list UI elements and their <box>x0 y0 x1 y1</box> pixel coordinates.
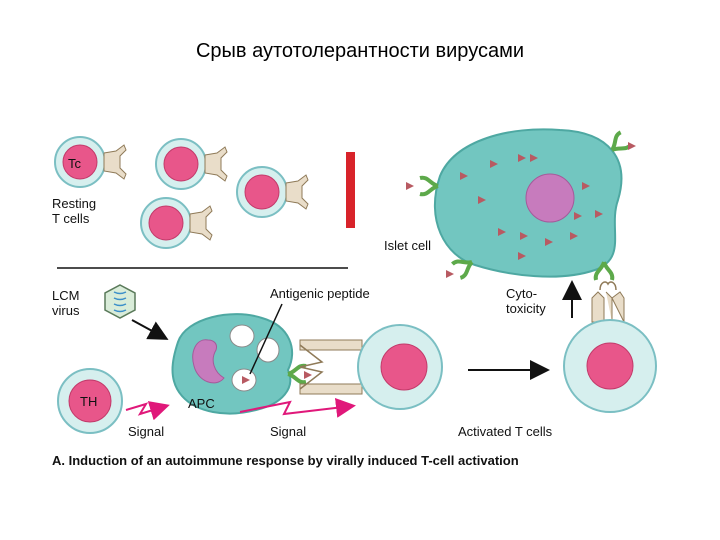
resting-t-cell-2 <box>155 138 228 190</box>
signal-arrow-1 <box>125 401 170 421</box>
engaging-t-cell <box>357 324 443 410</box>
virus-arrow <box>131 319 169 340</box>
resting-tc-cell-1 <box>54 136 127 188</box>
resting-t-cell-3 <box>236 166 309 218</box>
islet-label: Islet cell <box>384 238 431 253</box>
cyto-label-line1: Cyto- <box>506 286 537 301</box>
signal-label-1: Signal <box>128 424 164 439</box>
signal-arrow-2 <box>239 397 356 418</box>
th-label: TH <box>80 394 97 409</box>
tc-label: Tc <box>68 156 82 171</box>
antigenic-label: Antigenic peptide <box>270 286 370 301</box>
figure-caption: A. Induction of an autoimmune response b… <box>52 453 519 468</box>
cyto-label-line2: toxicity <box>506 301 546 316</box>
apc-label: APC <box>188 396 215 411</box>
resting-t-cell-4 <box>140 197 213 249</box>
islet-cell <box>434 128 623 278</box>
apc-tcr-engaged <box>299 339 363 395</box>
activated-t-cell <box>563 281 657 413</box>
activated-label: Activated T cells <box>458 424 553 439</box>
apc-cell <box>171 313 293 415</box>
signal-label-2: Signal <box>270 424 306 439</box>
resting-label-line1: Resting <box>52 196 96 211</box>
islet-peptides <box>460 154 603 260</box>
lcm-label-line2: virus <box>52 303 80 318</box>
th-cell <box>57 368 123 434</box>
lcm-label-line1: LCM <box>52 288 79 303</box>
antigenic-pointer <box>249 303 283 375</box>
resting-label-line2: T cells <box>52 211 90 226</box>
block-bar <box>346 152 355 228</box>
slide-title: Срыв аутотолерантности вирусами <box>195 40 525 62</box>
lcm-virus <box>104 284 136 319</box>
